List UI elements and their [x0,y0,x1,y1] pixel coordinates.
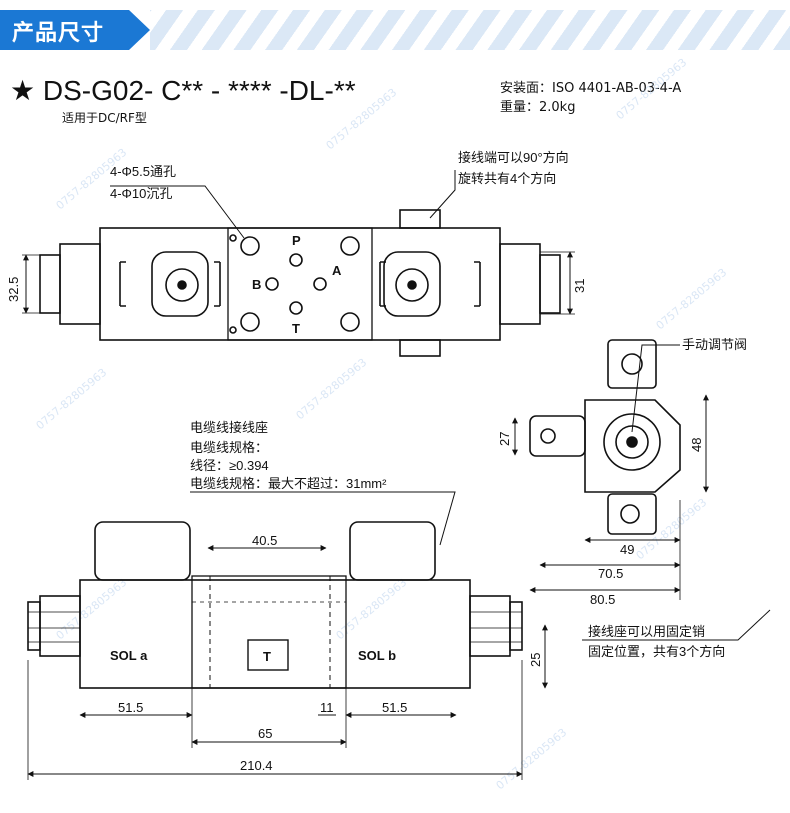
dim-48: 48 [689,438,704,452]
watermark-text: 0757-82805963 [654,266,730,332]
mount-hole [240,312,260,332]
top-view [22,170,575,357]
port-p-label: P [292,233,301,248]
cable-note-1: 电缆线接线座 [190,420,268,435]
mount-hole [340,236,360,256]
left-end-cap [59,243,101,325]
side-coil-inner [615,425,649,459]
dim-49: 49 [620,542,634,557]
rotate-note-2: 旋转共有4个方向 [458,171,556,186]
port-a-hole [313,277,327,291]
dim-27: 27 [497,432,512,446]
top-view-labels: P T B A 32.5 31 4-Φ5.5通孔 4-Φ10沉孔 接线端可以90… [6,150,587,336]
cable-note-3: 线径：≥0.394 [190,458,269,473]
watermark-text: 0757-82805963 [34,366,110,432]
front-body [79,579,471,689]
left-coil-window [151,251,209,317]
left-knob [39,254,61,314]
header-band: 产品尺寸 [0,0,790,60]
top-center-block [227,227,373,341]
watermark-text: 0757-82805963 [324,86,400,152]
watermark-text: 0757-82805963 [54,146,130,212]
dim-65: 65 [258,726,272,741]
side-bottom-cap [607,493,657,535]
front-view [27,491,548,780]
hole-note-2: 4-Φ10沉孔 [110,186,172,201]
dim-70-5: 70.5 [598,566,623,581]
dim-51-5-right: 51.5 [382,700,407,715]
t-label-box [247,639,289,671]
hole-note-1: 4-Φ5.5通孔 [110,164,176,179]
right-coil-center [407,280,417,290]
front-view-labels: 电缆线接线座 电缆线规格： 线径：≥0.394 电缆线规格：最大不超过：31mm… [110,420,543,773]
t-label: T [263,649,271,664]
right-coil-ring [395,268,429,302]
model-note: 适用于DC/RF型 [62,111,147,125]
dim-80-5: 80.5 [590,592,615,607]
side-body [584,399,681,493]
header-tab [0,10,150,50]
dim-40-5: 40.5 [252,533,277,548]
dim-51-5-left: 51.5 [118,700,143,715]
watermark-text: 0757-82805963 [334,576,410,642]
dim-210-4: 210.4 [240,758,273,773]
side-top-cap [607,339,657,389]
dim-32-5: 32.5 [6,277,21,302]
mount-hole [240,236,260,256]
model-code: ★ DS-G02- C** - **** -DL-** [10,75,356,106]
left-coil-ring [165,268,199,302]
left-bracket [119,261,126,307]
rotate-note-1: 接线端可以90°方向 [458,150,569,165]
left-coil-center [177,280,187,290]
cable-note-2: 电缆线规格： [190,440,268,455]
port-b-label: B [252,277,261,292]
sol-a-label: SOL a [110,648,148,663]
bottom-terminal-tab [399,339,441,357]
port-t-hole [289,301,303,315]
side-view-labels: 手动调节阀 27 48 49 70.5 80.5 接线座可以用固定销 固定位置，… [497,337,747,659]
pin-note-2: 固定位置，共有3个方向 [588,644,725,659]
watermark-text: 0757-82805963 [634,496,710,562]
side-coil-outer [603,413,661,471]
dim-31: 31 [572,279,587,293]
mounting-spec: 安装面：ISO 4401-AB-03-4-A [500,81,682,96]
front-center-block [191,575,347,689]
page-title: 产品尺寸 [12,21,105,46]
top-terminal-tab [399,209,441,229]
right-coil-window [383,251,441,317]
watermark-text: 0757-82805963 [494,726,570,792]
side-view [512,339,771,641]
header-stripes [150,10,790,50]
watermark-text: 0757-82805963 [614,56,690,122]
weight-spec: 重量：2.0kg [500,100,576,115]
pin-note-1: 接线座可以用固定销 [588,624,705,639]
manual-valve-label: 手动调节阀 [682,337,747,352]
dim-25: 25 [528,653,543,667]
sol-b-label: SOL b [358,648,396,663]
right-knob [539,254,561,314]
small-hole [229,234,237,242]
left-connector [94,521,191,581]
right-end-cap [499,243,541,325]
cable-note-4: 电缆线规格：最大不超过：31mm² [190,476,387,491]
port-b-hole [265,277,279,291]
small-hole [229,326,237,334]
port-t-label: T [292,321,300,336]
watermark-text: 0757-82805963 [54,576,130,642]
right-connector [349,521,436,581]
port-a-label: A [332,263,342,278]
watermark-text: 0757-82805963 [294,356,370,422]
dim-11: 11 [320,700,334,715]
port-p-hole [289,253,303,267]
mount-hole [340,312,360,332]
side-connector [529,415,586,457]
